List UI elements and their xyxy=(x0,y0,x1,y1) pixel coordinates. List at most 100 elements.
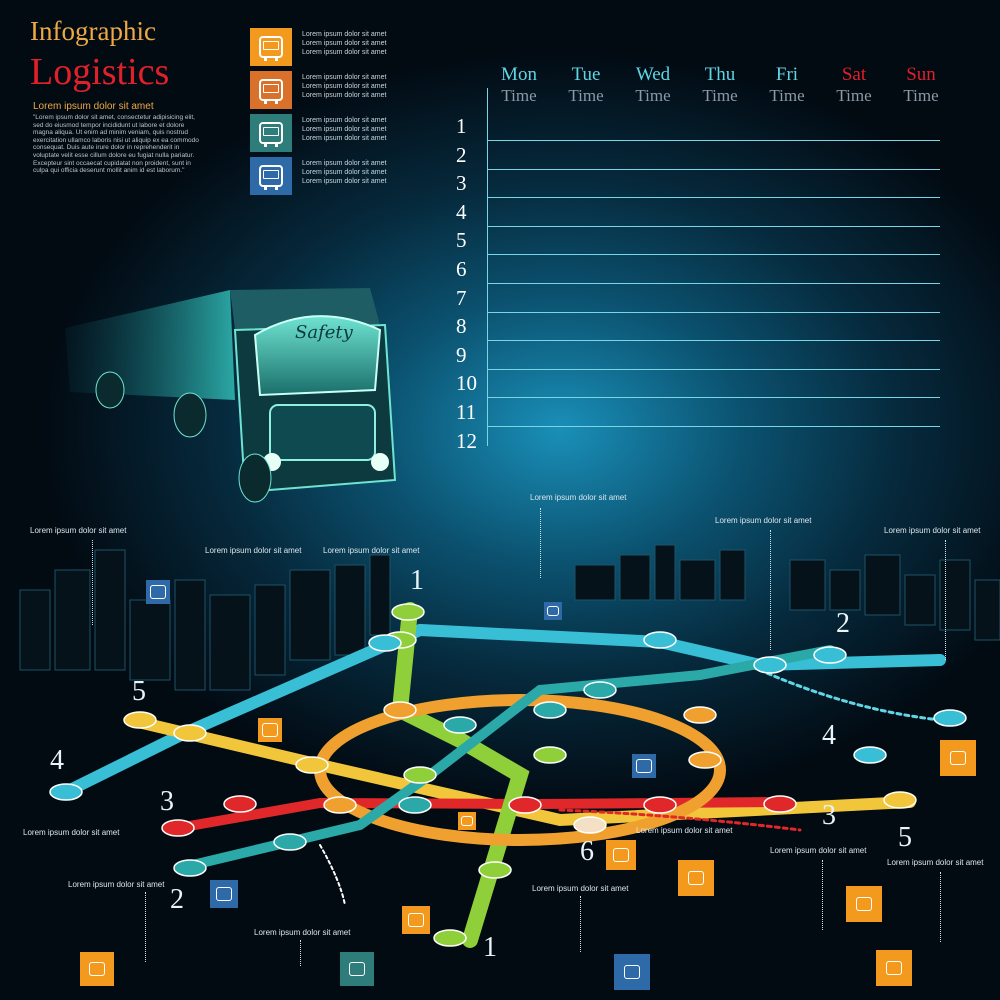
route-line-teal xyxy=(175,645,835,873)
station-node xyxy=(403,766,437,784)
route-dashed-cyan xyxy=(758,668,942,722)
day-time-label: Time xyxy=(501,86,537,105)
day-name: Fri xyxy=(775,64,799,85)
intro-heading: Lorem ipsum dolor sit amet xyxy=(33,101,154,112)
callout-pin xyxy=(540,508,541,578)
legend-item: Lorem ipsum dolor sit amet Lorem ipsum d… xyxy=(250,114,386,152)
map-callout: Lorem ipsum dolor sit amet xyxy=(323,546,420,555)
line-number: 5 xyxy=(132,676,146,707)
bus-icon xyxy=(614,954,650,990)
day-name: Wed xyxy=(635,64,671,85)
row-line xyxy=(487,368,940,370)
legend-line: Lorem ipsum dolor sit amet xyxy=(302,117,387,124)
legend-line: Lorem ipsum dolor sit amet xyxy=(302,135,387,142)
headlight-right xyxy=(371,453,389,471)
station-node xyxy=(813,646,847,664)
station-node xyxy=(433,929,467,947)
callout-pin xyxy=(822,860,823,930)
station-node xyxy=(933,709,967,727)
route-line-cyan xyxy=(60,623,946,798)
line-number: 4 xyxy=(822,720,836,751)
wheel-icon xyxy=(95,371,125,409)
legend-line: Lorem ipsum dolor sit amet xyxy=(302,74,387,81)
legend-text: Lorem ipsum dolor sit amet Lorem ipsum d… xyxy=(302,71,386,109)
line-number: 5 xyxy=(898,822,912,853)
bus-icon xyxy=(606,840,636,870)
legend-line: Lorem ipsum dolor sit amet xyxy=(302,169,387,176)
callout-pin xyxy=(770,530,771,650)
bus-icon xyxy=(876,950,912,986)
day-name: Sun xyxy=(906,64,936,85)
station-node xyxy=(883,791,917,809)
row-number: 1 xyxy=(456,114,467,138)
station-node xyxy=(643,631,677,649)
bus-icon xyxy=(340,952,374,986)
station-node xyxy=(443,716,477,734)
station-node xyxy=(173,724,207,742)
map-callout: Lorem ipsum dolor sit amet xyxy=(715,516,812,525)
legend-text: Lorem ipsum dolor sit amet Lorem ipsum d… xyxy=(302,114,386,152)
legend-swatch xyxy=(250,157,292,195)
bus-icon xyxy=(458,812,476,830)
station-node xyxy=(533,701,567,719)
station-node xyxy=(368,634,402,652)
metro-map xyxy=(49,602,967,948)
line-number: 2 xyxy=(836,608,850,639)
legend-swatch xyxy=(250,71,292,109)
day-time-label: Time xyxy=(568,86,604,105)
kicker-title: Infographic xyxy=(30,16,156,46)
map-callout: Lorem ipsum dolor sit amet xyxy=(23,828,120,837)
station-node xyxy=(273,833,307,851)
legend-text: Lorem ipsum dolor sit amet Lorem ipsum d… xyxy=(302,157,386,195)
legend-line: Lorem ipsum dolor sit amet xyxy=(302,160,387,167)
station-node xyxy=(683,706,717,724)
grille xyxy=(269,404,376,461)
row-number: 5 xyxy=(456,228,467,253)
day-name: Thu xyxy=(704,64,736,85)
row-number: 4 xyxy=(456,199,467,224)
legend-item: Lorem ipsum dolor sit amet Lorem ipsum d… xyxy=(250,28,386,66)
row-number: 6 xyxy=(456,257,467,281)
row-line xyxy=(487,197,940,199)
bus-icon xyxy=(678,860,714,896)
map-callout: Lorem ipsum dolor sit amet xyxy=(636,826,733,835)
callout-pin xyxy=(300,940,301,966)
station-node xyxy=(583,681,617,699)
legend-item: Lorem ipsum dolor sit amet Lorem ipsum d… xyxy=(250,71,386,109)
station-node xyxy=(688,751,722,769)
day-time-label: Time xyxy=(836,86,872,105)
line-number: 1 xyxy=(410,565,424,596)
station-node xyxy=(123,711,157,729)
station-node xyxy=(173,859,207,877)
legend-swatch xyxy=(250,114,292,152)
line-number: 4 xyxy=(50,745,64,776)
line-number: 1 xyxy=(483,932,497,963)
map-callout: Lorem ipsum dolor sit amet xyxy=(30,526,127,535)
wheel-icon xyxy=(238,453,272,503)
station-node xyxy=(161,819,195,837)
legend-text: Lorem ipsum dolor sit amet Lorem ipsum d… xyxy=(302,28,386,66)
day-name: Tue xyxy=(571,64,601,85)
station-node xyxy=(49,783,83,801)
callout-pin xyxy=(92,540,93,625)
windshield xyxy=(253,315,382,397)
bus-icon xyxy=(259,79,283,104)
bus-icon xyxy=(846,886,882,922)
row-number: 3 xyxy=(456,171,467,196)
row-line xyxy=(487,140,940,141)
legend-line: Lorem ipsum dolor sit amet xyxy=(302,49,387,56)
station-node xyxy=(295,756,329,774)
station-node xyxy=(573,816,607,834)
stations xyxy=(49,603,967,947)
row-number: 2 xyxy=(456,142,467,167)
bus-icon xyxy=(632,754,656,778)
row-line xyxy=(487,283,940,284)
row-line xyxy=(487,225,940,227)
line-number: 3 xyxy=(160,786,174,817)
truck-illustration: Safety xyxy=(65,288,397,503)
station-node xyxy=(223,795,257,813)
